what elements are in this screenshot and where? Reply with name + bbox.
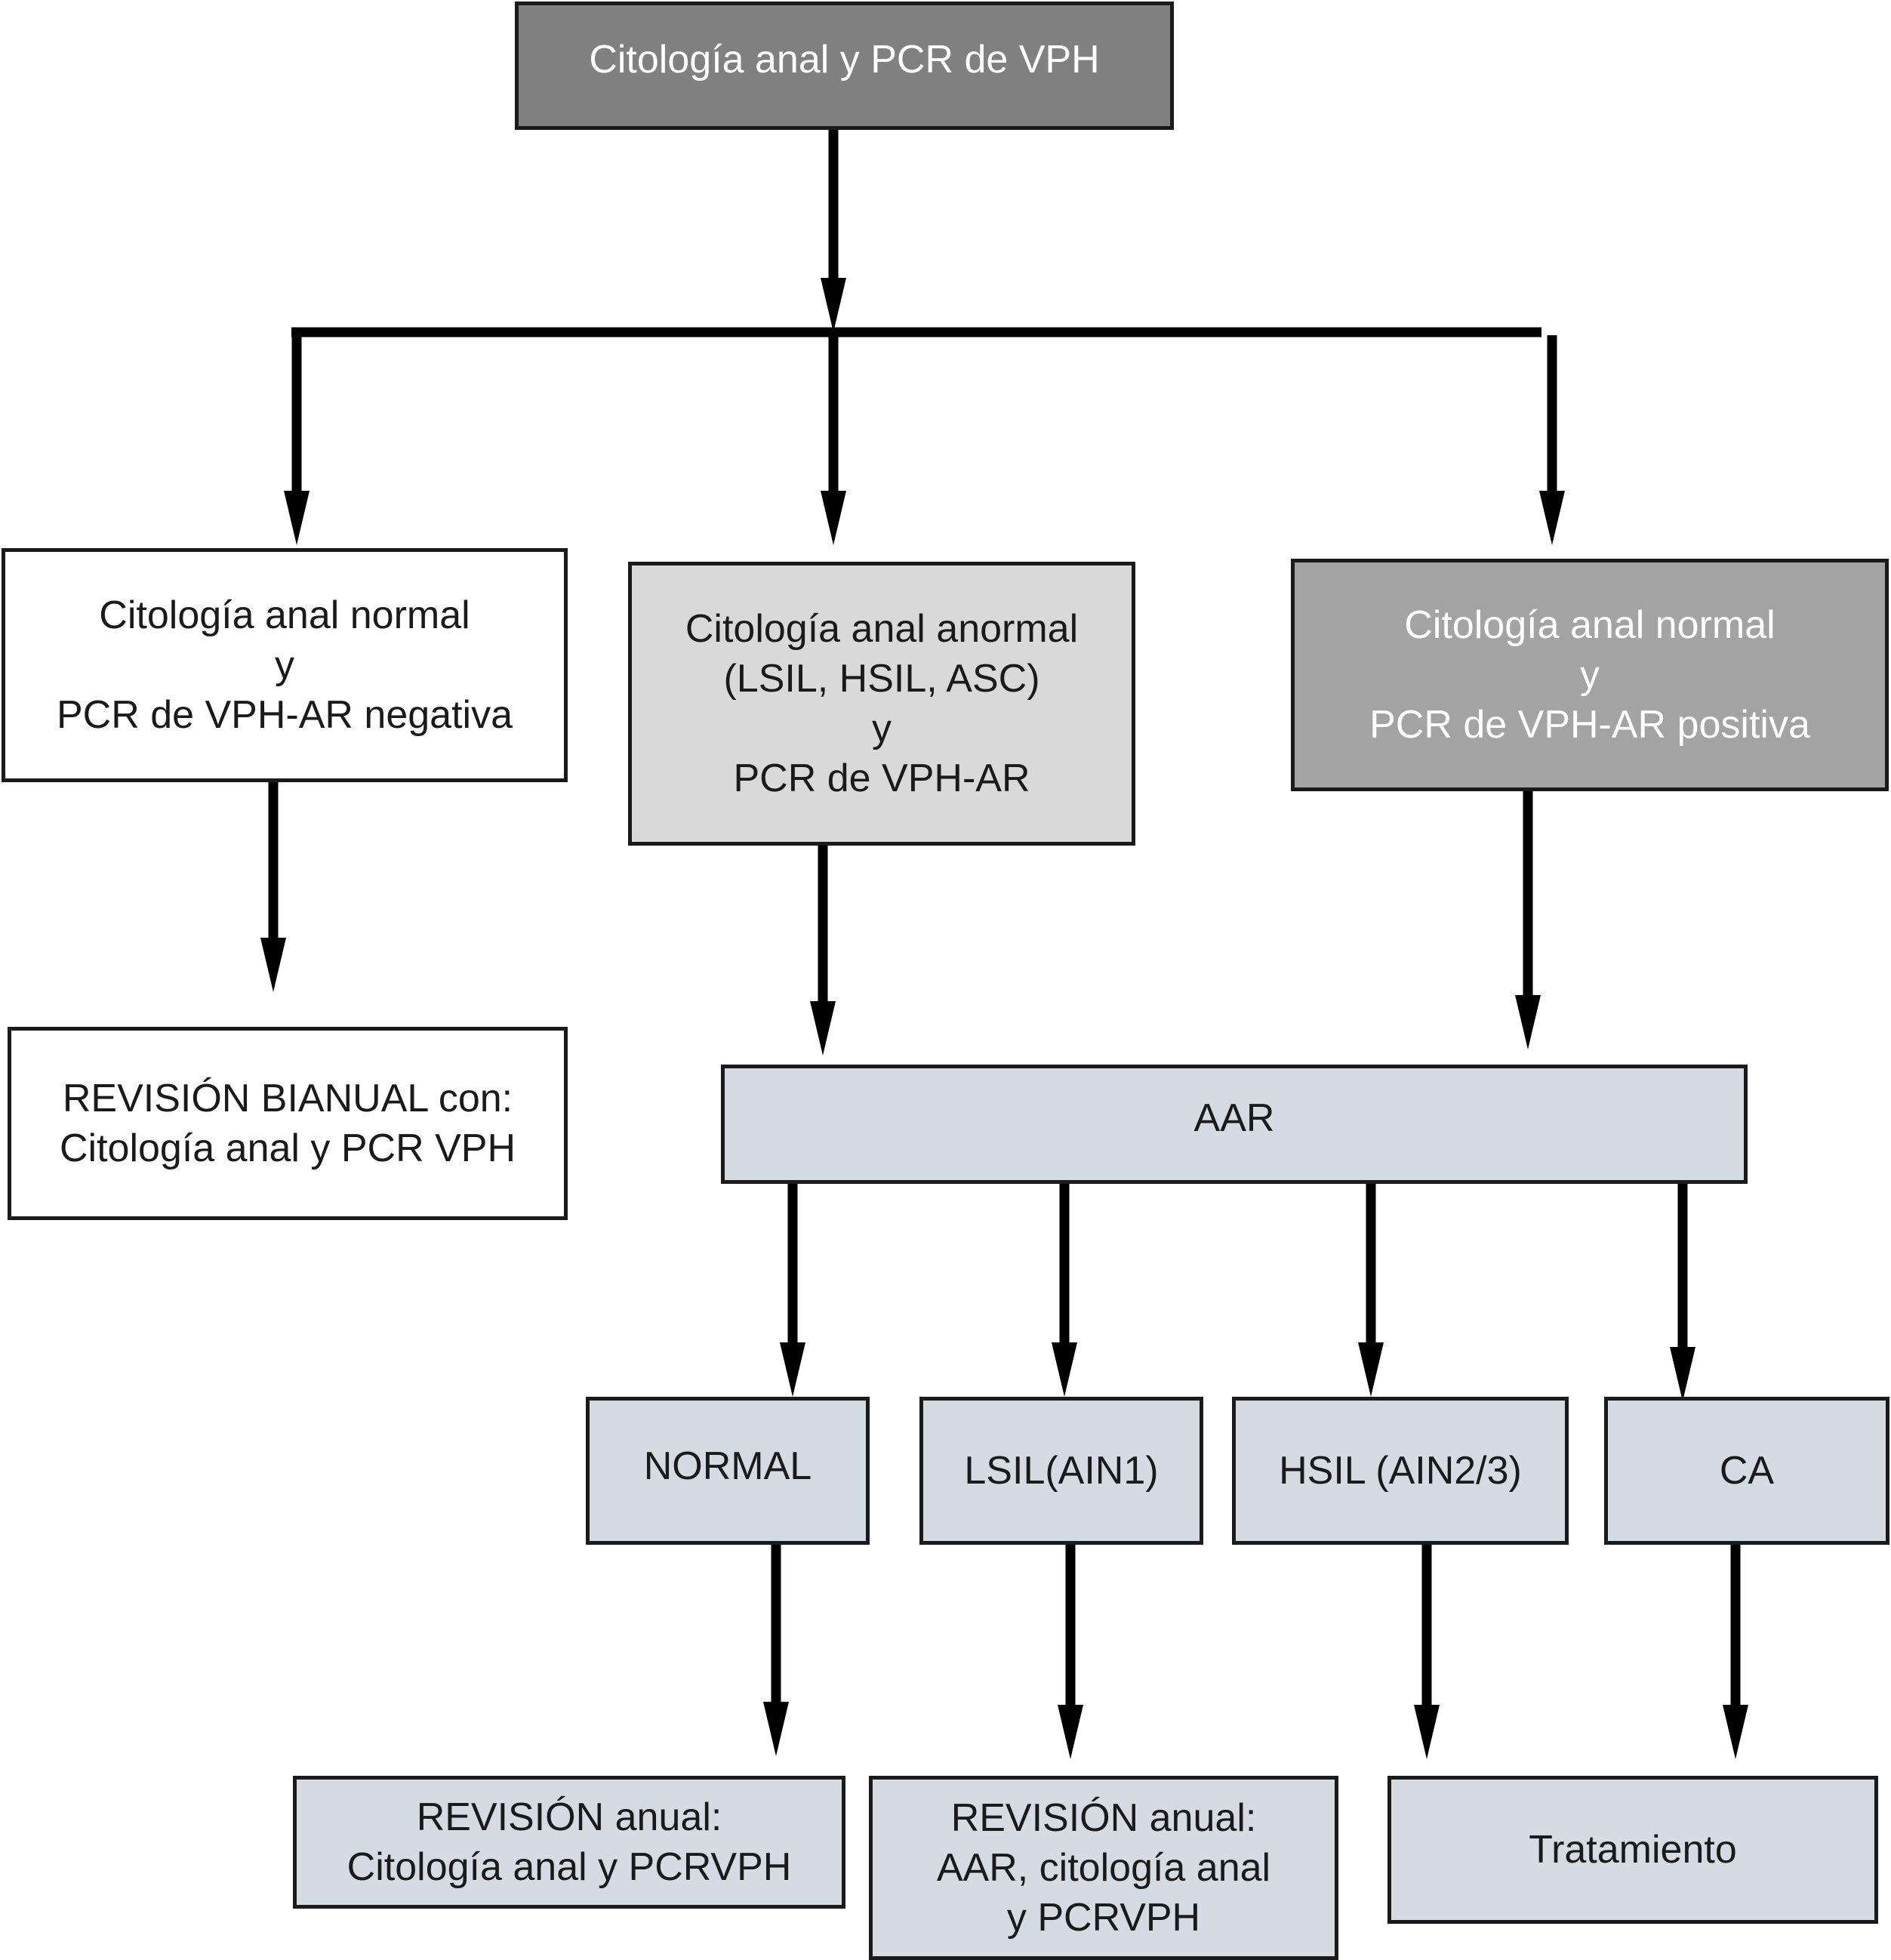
abnormal-line-1: Citología anal anormal (685, 607, 1079, 651)
arrow-normal-neg-to-biannual-head (260, 938, 286, 992)
annual-2-line-1: REVISIÓN anual: (950, 1796, 1257, 1840)
arrow-abnormal-to-aar-head (810, 1001, 836, 1056)
abnormal-line-2: (LSIL, HSIL, ASC) (723, 657, 1040, 701)
res-lsil-box: LSIL(AIN1) (919, 1397, 1203, 1545)
normal-neg-line-3: PCR de VPH-AR negativa (56, 693, 513, 737)
annual-2-line-3: y PCRVPH (1006, 1896, 1201, 1940)
arrow-to-normal-neg-head (284, 491, 310, 545)
aar-line-1: AAR (1193, 1096, 1275, 1140)
treatment-box: Tratamiento (1387, 1776, 1878, 1924)
arrow-aar-to-hsil-head (1358, 1342, 1384, 1397)
arrow-aar-to-ca-head (1670, 1347, 1695, 1401)
biannual-box: REVISIÓN BIANUAL con: Citología anal y PC… (8, 1027, 568, 1220)
annual-1-line-2: Citología anal y PCRVPH (346, 1845, 792, 1889)
arrow-hsil-to-treatment-head (1414, 1705, 1440, 1759)
annual-1-line-1: REVISIÓN anual: (416, 1795, 722, 1839)
res-hsil-box: HSIL (AIN2/3) (1232, 1397, 1569, 1545)
arrow-lsil-to-annual-head (1058, 1705, 1083, 1759)
normal-neg-line-1: Citología anal normal (99, 593, 470, 637)
annual-2-box: REVISIÓN anual: AAR, citología anal y PCRV… (869, 1776, 1338, 1960)
abnormal-line-4: PCR de VPH-AR (733, 757, 1030, 800)
arrow-aar-to-normal-head (780, 1342, 805, 1397)
biannual-line-2: Citología anal y PCR VPH (59, 1126, 516, 1170)
annual-2-line-2: AAR, citología anal (936, 1846, 1271, 1890)
root-line-1: Citología anal y PCR de VPH (589, 38, 1100, 82)
res-ca-line-1: CA (1719, 1449, 1775, 1493)
res-ca-box: CA (1604, 1397, 1889, 1545)
aar-box: AAR (721, 1065, 1748, 1184)
res-lsil-line-1: LSIL(AIN1) (964, 1449, 1159, 1493)
arrow-aar-to-lsil-head (1052, 1342, 1077, 1397)
root-box: Citología anal y PCR de VPH (515, 2, 1174, 130)
arrow-to-normal-pos-head (1539, 491, 1565, 545)
normal-pos-line-3: PCR de VPH-AR positiva (1369, 703, 1810, 747)
res-normal-line-1: NORMAL (643, 1444, 812, 1488)
abnormal-line-3: y (872, 707, 892, 750)
arrow-to-abnormal-head (821, 491, 846, 545)
arrow-ca-to-treatment-head (1723, 1705, 1748, 1759)
arrow-normal-to-annual-head (763, 1702, 789, 1756)
normal-pos-line-2: y (1580, 653, 1600, 697)
res-normal-box: NORMAL (586, 1397, 870, 1545)
arrow-root-down-head (821, 278, 846, 332)
annual-1-box: REVISIÓN anual: Citología anal y PCRVPH (293, 1776, 845, 1909)
arrow-normal-pos-to-aar-head (1515, 995, 1541, 1049)
normal-pos-line-1: Citología anal normal (1404, 603, 1776, 647)
normal-neg-line-2: y (275, 643, 294, 687)
treatment-line-1: Tratamiento (1529, 1828, 1737, 1872)
res-hsil-line-1: HSIL (AIN2/3) (1279, 1449, 1522, 1493)
biannual-line-1: REVISIÓN BIANUAL con: (62, 1077, 513, 1120)
abnormal-box: Citología anal anormal (LSIL, HSIL, ASC) y… (628, 562, 1135, 846)
